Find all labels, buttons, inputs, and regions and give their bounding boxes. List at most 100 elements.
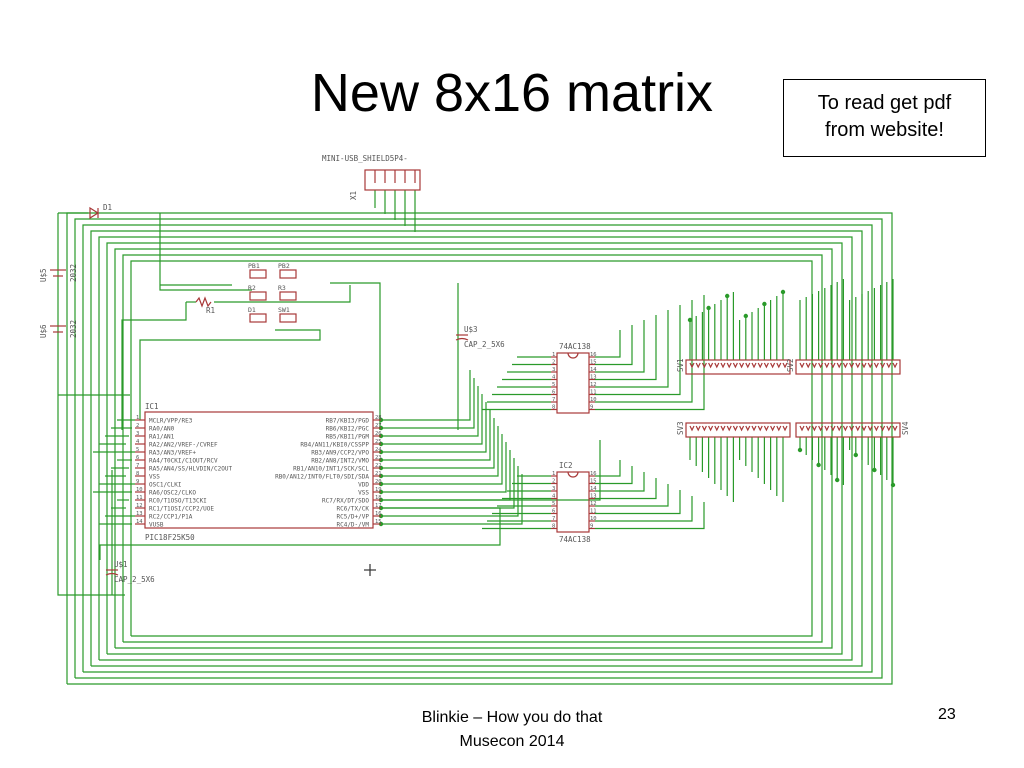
wire xyxy=(595,484,669,507)
resistor-label: R1 xyxy=(206,306,215,315)
mcu-pin-number: 20 xyxy=(375,479,382,485)
wire xyxy=(595,300,693,403)
mcu-pin-number: 4 xyxy=(136,439,140,445)
wire xyxy=(595,496,693,522)
switch-wire xyxy=(159,213,252,291)
header-pin xyxy=(708,425,714,432)
mcu-pin-label: RB7/KBI3/PGD xyxy=(326,418,370,425)
mcu-pin-label: RA2/AN2/VREF-/CVREF xyxy=(149,442,218,449)
wire xyxy=(595,305,681,396)
decoder-pin-number: 14 xyxy=(590,367,597,373)
wire xyxy=(381,466,519,517)
header-pin xyxy=(776,425,782,432)
battery-value: 2032 xyxy=(69,264,78,282)
header-connector xyxy=(685,359,791,375)
wire xyxy=(595,466,633,485)
mcu-pin-label: RC1/T1OSI/CCP2/UOE xyxy=(149,506,214,513)
bus-loop xyxy=(82,224,873,673)
header-pin xyxy=(720,362,726,369)
bus-loop xyxy=(106,242,843,655)
mcu-pin-number: 27 xyxy=(375,423,382,429)
wire xyxy=(381,394,483,445)
header-pin xyxy=(824,425,830,432)
mcu-pin-label: RB0/AN12/INT0/FLT0/SDI/SDA xyxy=(275,474,369,481)
decoder-label: IC2 xyxy=(559,461,573,470)
header-pin xyxy=(757,425,763,432)
mcu-pin-label: RC2/CCP1/P1A xyxy=(149,514,193,521)
junction xyxy=(706,305,711,311)
wire xyxy=(595,295,705,411)
header-pin xyxy=(720,425,726,432)
mcu-pin-number: 2 xyxy=(136,423,139,429)
wires xyxy=(57,190,896,685)
small-part xyxy=(279,313,297,323)
header-pin xyxy=(811,362,817,369)
mcu-pin-number: 11 xyxy=(136,495,143,501)
bus-loop xyxy=(66,212,893,685)
header-pin xyxy=(849,362,855,369)
header-pin xyxy=(892,362,898,369)
cap-plate xyxy=(455,337,469,341)
note-line-2: from website! xyxy=(825,119,944,141)
wire xyxy=(139,329,321,420)
decoder-pin-number: 16 xyxy=(590,352,597,358)
junction xyxy=(853,452,858,458)
decoder-pin-number: 2 xyxy=(552,479,555,485)
header-pin xyxy=(739,362,745,369)
bus-loop xyxy=(122,254,823,643)
wire xyxy=(595,310,669,388)
header-pin xyxy=(726,425,732,432)
decoder-pin-number: 15 xyxy=(590,479,597,485)
wire xyxy=(381,418,495,469)
header-pin xyxy=(739,425,745,432)
mcu-pin-label: RC0/T1OSO/T13CKI xyxy=(149,498,207,505)
header-pin xyxy=(818,362,824,369)
mcu-pin-label: RC7/RX/DT/SDO xyxy=(322,498,369,505)
header-pin xyxy=(782,362,788,369)
decoder-pin-number: 13 xyxy=(590,375,597,381)
decoder-ic xyxy=(556,352,590,414)
header-pin xyxy=(886,425,892,432)
header-pin xyxy=(805,362,811,369)
mcu-pin-label: VSS xyxy=(358,490,369,497)
header-pin xyxy=(799,362,805,369)
note-box: To read get pdf from website! xyxy=(783,79,986,157)
wire xyxy=(595,478,657,500)
mcu-pin-label: RC6/TX/CK xyxy=(336,506,369,513)
junction xyxy=(687,317,693,323)
header-pin xyxy=(695,425,701,432)
header-pin xyxy=(880,362,886,369)
header-pin xyxy=(886,362,892,369)
header-pin xyxy=(763,425,769,432)
battery-ref: U$5 xyxy=(39,268,48,282)
usb-connector xyxy=(364,169,421,191)
bus-loop xyxy=(90,230,863,667)
mcu-pin-number: 23 xyxy=(375,455,382,461)
decoder-pin-number: 5 xyxy=(552,501,555,507)
mcu-pin-number: 15 xyxy=(375,519,382,525)
header-pin xyxy=(892,425,898,432)
ground-rail xyxy=(57,213,125,596)
header-pin xyxy=(842,362,848,369)
header-pin xyxy=(861,362,867,369)
page-number: 23 xyxy=(938,706,956,723)
wire xyxy=(330,282,381,430)
decoder-pin-number: 8 xyxy=(552,524,555,530)
decoder-pin-number: 4 xyxy=(552,375,556,381)
mcu-pin-number: 9 xyxy=(136,479,139,485)
small-part-label: PB2 xyxy=(278,262,290,270)
wire xyxy=(381,402,487,453)
mcu-pin-label: VUSB xyxy=(149,522,164,529)
decoder-pin-number: 13 xyxy=(590,494,597,500)
decoder-pin-number: 15 xyxy=(590,360,597,366)
junction xyxy=(816,462,821,468)
wire xyxy=(380,440,601,501)
mcu-pin-label: RB6/KBI2/PGC xyxy=(326,426,370,433)
header-pin xyxy=(770,425,776,432)
wire xyxy=(381,386,479,437)
mcu-pin-label: RC4/D-/VM xyxy=(336,522,369,529)
wire xyxy=(595,502,705,530)
mcu-pin-label: RA4/T0CKI/C1OUT/RCV xyxy=(149,458,218,465)
decoder-ic xyxy=(556,471,590,533)
